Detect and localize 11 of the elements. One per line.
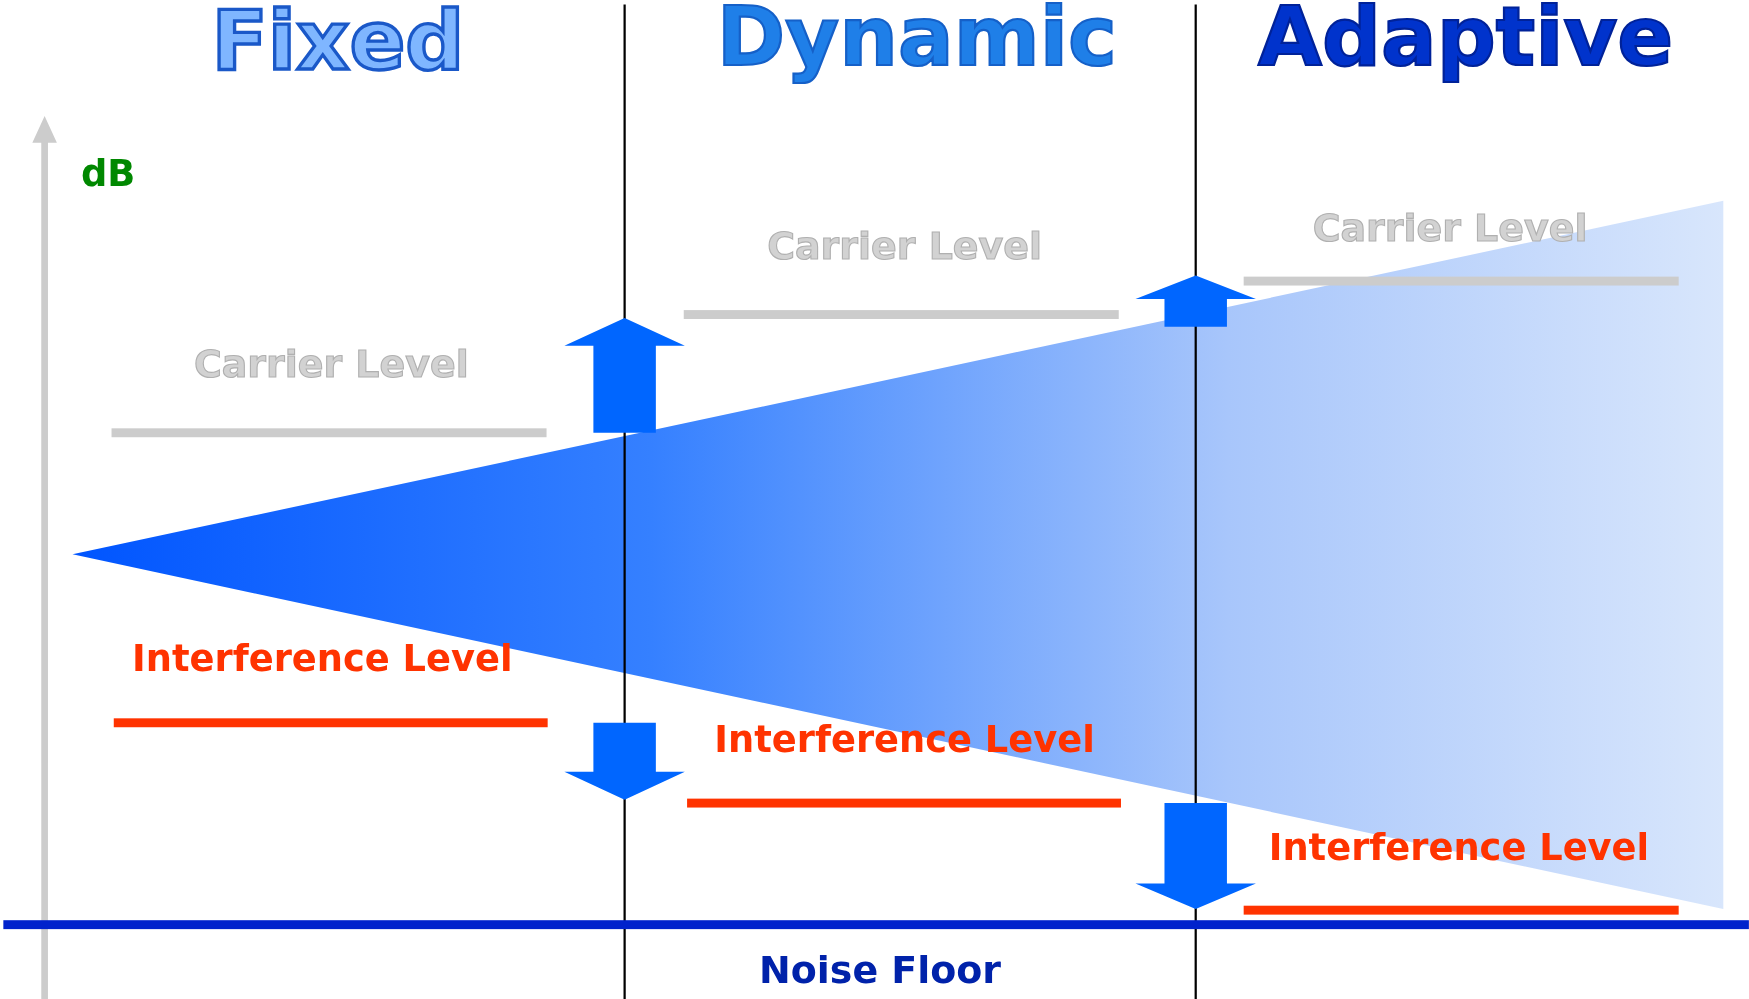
level-label: Interference Level — [714, 719, 1095, 760]
level-label: Carrier Level — [193, 343, 469, 386]
column-heading: Dynamic — [716, 0, 1117, 82]
level-label: Interference Level — [132, 639, 513, 680]
level-label: Carrier Level — [767, 225, 1042, 267]
column-heading: Adaptive — [1258, 0, 1674, 82]
level-label: Noise Floor — [759, 949, 1002, 991]
column-heading: Fixed — [211, 0, 465, 87]
level-label: Interference Level — [1268, 827, 1650, 869]
axis-label: dB — [81, 153, 136, 195]
level-label: Carrier Level — [1312, 207, 1588, 250]
